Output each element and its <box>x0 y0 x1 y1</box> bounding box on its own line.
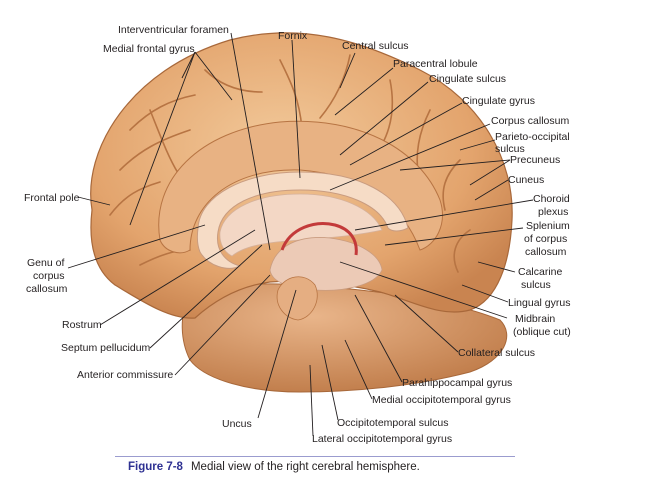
label-splenium-line3: callosum <box>525 246 567 258</box>
label-parieto-occipital-line1: Parieto-occipital <box>495 131 570 143</box>
label-corpus-callosum: Corpus callosum <box>491 115 570 127</box>
label-rostrum: Rostrum <box>62 319 102 331</box>
cingulate-gyrus-region <box>158 120 443 254</box>
label-fornix: Fornix <box>278 30 308 42</box>
label-choroid-line1: Choroid <box>533 193 570 205</box>
septum-region <box>219 193 383 257</box>
caption-text: Medial view of the right cerebral hemisp… <box>190 461 420 473</box>
label-uncus: Uncus <box>222 418 252 430</box>
label-calcarine-line1: Calcarine <box>518 266 563 278</box>
label-parahippocampal-gyrus: Parahippocampal gyrus <box>402 377 513 389</box>
label-interventricular-foramen: Interventricular foramen <box>118 24 229 36</box>
label-septum-pellucidum: Septum pellucidum <box>61 342 151 354</box>
label-splenium-line2: of corpus <box>524 233 568 245</box>
label-lingual-gyrus: Lingual gyrus <box>508 297 571 309</box>
figure-number: Figure 7-8 <box>128 461 183 473</box>
label-cingulate-gyrus: Cingulate gyrus <box>462 95 535 107</box>
label-midbrain-line2: (oblique cut) <box>513 326 571 338</box>
label-anterior-commissure: Anterior commissure <box>77 369 174 381</box>
label-paracentral-lobule: Paracentral lobule <box>393 58 478 70</box>
caption-divider <box>115 456 515 457</box>
label-genu-line2: corpus <box>33 270 65 282</box>
choroid-plexus-mark <box>280 222 358 256</box>
label-cingulate-sulcus: Cingulate sulcus <box>429 73 507 85</box>
label-calcarine-line2: sulcus <box>521 279 551 291</box>
uncus-region <box>276 276 318 321</box>
label-choroid-line2: plexus <box>538 206 569 218</box>
label-cuneus: Cuneus <box>508 174 545 186</box>
label-collateral-sulcus: Collateral sulcus <box>458 347 536 359</box>
corpus-callosum-region <box>196 171 409 269</box>
label-splenium-line1: Splenium <box>526 220 570 232</box>
figure-caption: Figure 7-8 Medial view of the right cereb… <box>128 461 420 473</box>
label-frontal-pole: Frontal pole <box>24 192 80 204</box>
label-occipitotemporal-sulcus: Occipitotemporal sulcus <box>337 417 449 429</box>
label-medial-occipitotemporal-gyrus: Medial occipitotemporal gyrus <box>372 394 511 406</box>
label-central-sulcus: Central sulcus <box>342 40 409 52</box>
label-midbrain-line1: Midbrain <box>515 313 556 325</box>
label-lateral-occipitotemporal-gyrus: Lateral occipitotemporal gyrus <box>312 433 453 445</box>
label-precuneus: Precuneus <box>510 154 561 166</box>
label-parieto-occipital-line2: sulcus <box>495 143 525 155</box>
label-medial-frontal-gyrus: Medial frontal gyrus <box>103 43 195 55</box>
label-genu-line3: callosum <box>26 283 68 295</box>
label-genu-line1: Genu of <box>27 257 65 269</box>
leader-lines <box>67 32 534 437</box>
